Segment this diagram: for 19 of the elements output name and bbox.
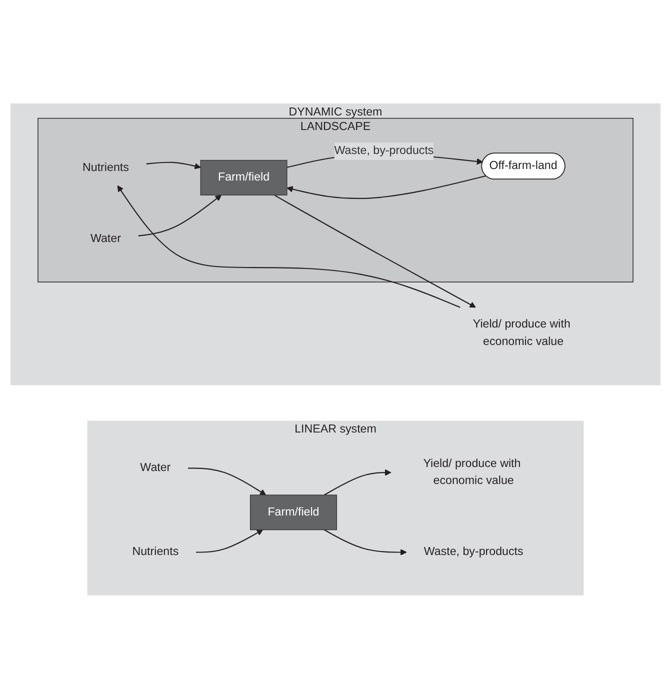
arrow xyxy=(196,529,264,552)
node-box: Farm/field xyxy=(250,494,337,530)
arrow xyxy=(324,468,392,496)
arrow xyxy=(138,194,222,236)
node-box: Farm/field xyxy=(200,160,288,196)
edge-label: Waste, by-products xyxy=(334,144,434,157)
node-text: Water xyxy=(90,232,121,245)
arrow xyxy=(324,528,407,556)
node-text: Nutrients xyxy=(132,545,179,558)
arrow xyxy=(146,161,201,169)
node-text: Water xyxy=(140,461,171,474)
node-text: Nutrients xyxy=(82,161,129,174)
node-text: Yield/ produce with economic value xyxy=(423,456,521,487)
node-text: Waste, by-products xyxy=(424,545,524,558)
arrow xyxy=(117,184,460,308)
arrow xyxy=(188,467,266,495)
arrow xyxy=(274,194,476,308)
arrow xyxy=(286,174,486,199)
node-text: Yield/ produce with economic value xyxy=(472,318,570,348)
